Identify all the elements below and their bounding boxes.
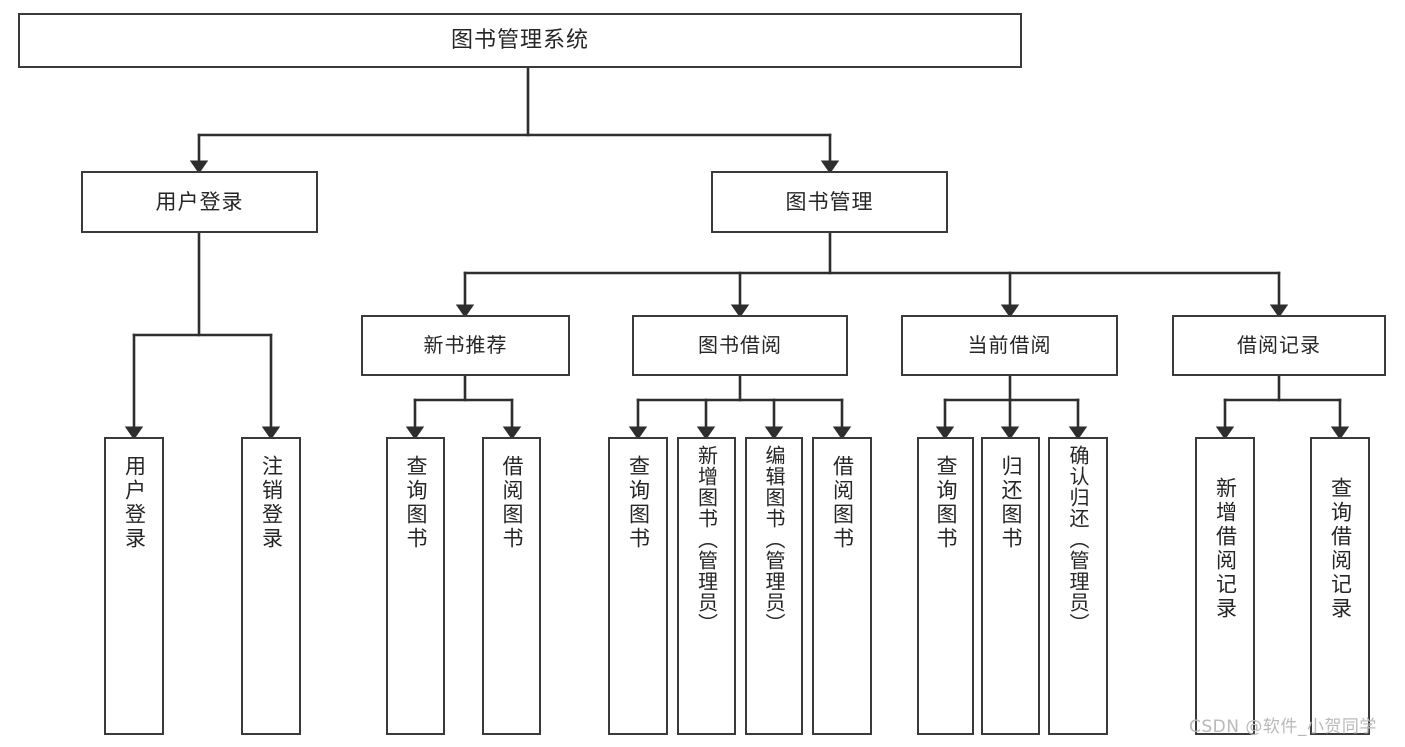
node-borrow-record[interactable]: 借阅记录: [1172, 315, 1386, 376]
node-leaf-logout-login[interactable]: 注销登录: [241, 437, 301, 735]
node-label: 归还图书: [999, 455, 1023, 551]
node-leaf-borrow-book-1[interactable]: 借阅图书: [482, 437, 541, 735]
node-leaf-confirm-return[interactable]: 确认归还（管理员）: [1048, 437, 1108, 735]
node-leaf-query-book-3[interactable]: 查询图书: [917, 437, 974, 735]
node-label: 编辑图书（管理员）: [762, 445, 786, 634]
node-label: 注销登录: [259, 455, 284, 551]
node-label: 用户登录: [122, 455, 147, 551]
node-book-borrow[interactable]: 图书借阅: [632, 315, 848, 376]
node-leaf-query-book-1[interactable]: 查询图书: [386, 437, 445, 735]
node-label: 新书推荐: [423, 333, 508, 357]
node-label: 借阅记录: [1237, 333, 1321, 357]
node-leaf-edit-book[interactable]: 编辑图书（管理员）: [745, 437, 803, 735]
node-label: 当前借阅: [967, 333, 1052, 357]
node-label: 图书管理系统: [450, 27, 589, 53]
node-label: 查询图书: [626, 455, 651, 551]
node-user-login[interactable]: 用户登录: [81, 171, 318, 233]
node-leaf-query-record[interactable]: 查询借阅记录: [1310, 437, 1370, 735]
node-label: 用户登录: [155, 189, 244, 214]
node-leaf-add-record[interactable]: 新增借阅记录: [1195, 437, 1255, 735]
node-current-borrow[interactable]: 当前借阅: [901, 315, 1118, 376]
node-label: 查询图书: [404, 455, 428, 551]
node-book-management[interactable]: 图书管理: [711, 171, 948, 233]
node-leaf-query-book-2[interactable]: 查询图书: [608, 437, 668, 735]
node-leaf-return-book[interactable]: 归还图书: [981, 437, 1040, 735]
node-leaf-user-login[interactable]: 用户登录: [104, 437, 164, 735]
node-label: 查询借阅记录: [1328, 477, 1353, 621]
node-new-book-recommend[interactable]: 新书推荐: [361, 315, 570, 376]
node-label: 新增借阅记录: [1213, 477, 1238, 621]
node-label: 新增图书（管理员）: [694, 445, 719, 634]
node-label: 图书借阅: [698, 333, 782, 357]
node-label: 借阅图书: [830, 455, 855, 551]
node-label: 图书管理: [785, 189, 874, 214]
node-label: 查询图书: [934, 455, 958, 551]
node-root-system[interactable]: 图书管理系统: [18, 13, 1022, 68]
node-leaf-add-book[interactable]: 新增图书（管理员）: [677, 437, 736, 735]
node-leaf-borrow-book-2[interactable]: 借阅图书: [812, 437, 872, 735]
node-label: 借阅图书: [500, 455, 524, 551]
node-label: 确认归还（管理员）: [1066, 445, 1090, 634]
